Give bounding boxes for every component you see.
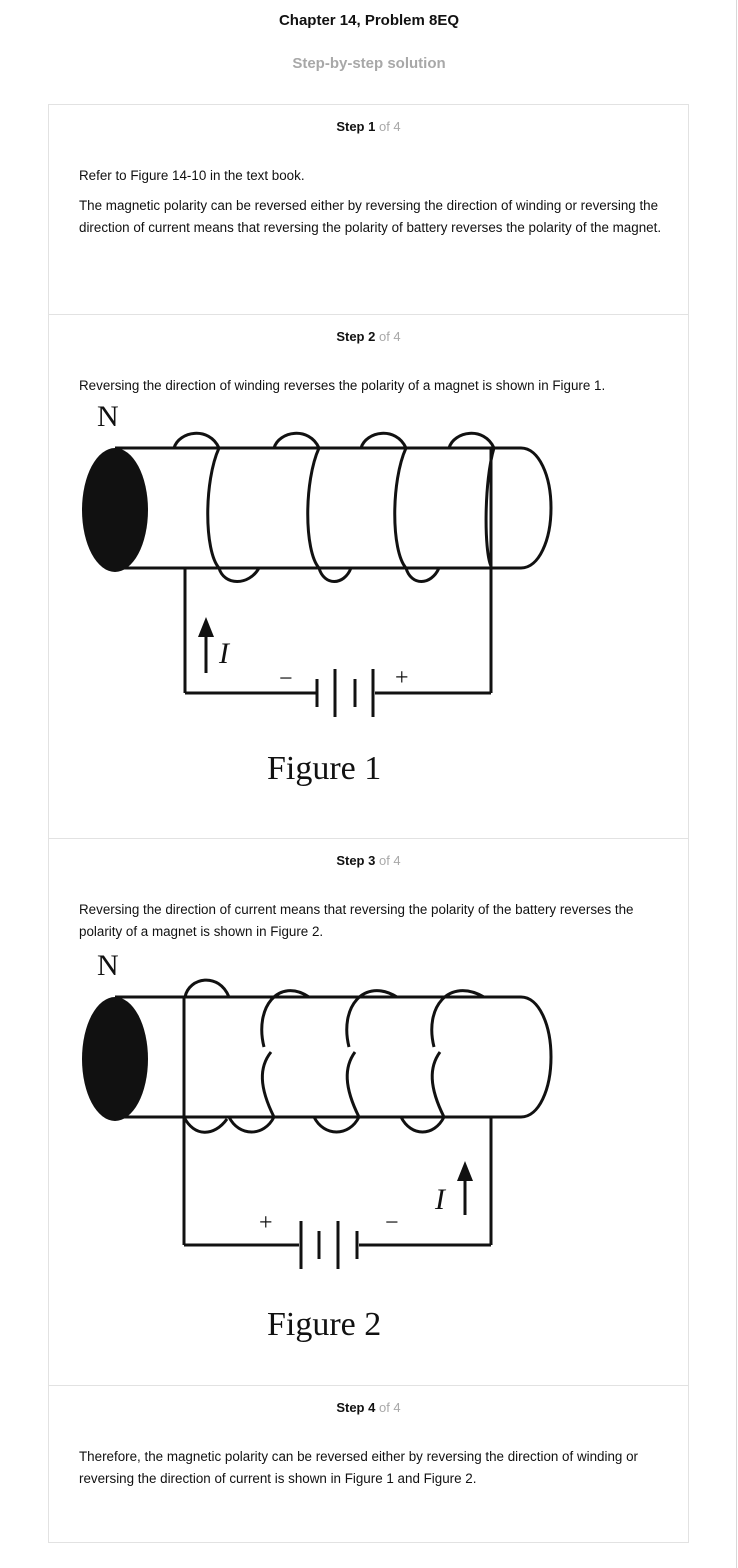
step-4-header: Step 4 of 4 — [49, 1400, 688, 1415]
figure-2-north-pole-face — [82, 997, 148, 1121]
figure-2-minus-sign: − — [385, 1210, 399, 1236]
figure-1-coil — [172, 431, 496, 583]
figure-2-diagram: N — [82, 949, 553, 1343]
figure-2-plus-sign: + — [259, 1210, 273, 1236]
step-1-label: Step 1 — [336, 119, 376, 134]
figure-1-battery — [315, 669, 375, 717]
step-3-paragraph: Reversing the direction of current means… — [79, 902, 634, 939]
figure-1-caption: Figure 1 — [267, 750, 381, 787]
step-2-paragraph: Reversing the direction of winding rever… — [79, 378, 606, 393]
step-4-label: Step 4 — [336, 1400, 376, 1415]
step-3-header: Step 3 of 4 — [49, 853, 688, 868]
figure-2-current-arrow — [457, 1161, 473, 1215]
page-right-border — [736, 0, 737, 1568]
step-1-body: Refer to Figure 14-10 in the text book. … — [79, 165, 664, 247]
step-4-paragraph: Therefore, the magnetic polarity can be … — [79, 1449, 638, 1486]
figure-2-battery — [299, 1221, 359, 1269]
step-1-paragraph: Refer to Figure 14-10 in the text book. — [79, 168, 305, 183]
step-4-body: Therefore, the magnetic polarity can be … — [79, 1446, 664, 1498]
step-2-count: of 4 — [378, 329, 401, 344]
step-2-body: Reversing the direction of winding rever… — [79, 375, 664, 405]
step-4-count: of 4 — [378, 1400, 401, 1415]
figure-1-pole-label: N — [97, 401, 119, 433]
figure-2-caption: Figure 2 — [267, 1306, 381, 1343]
figure-1-north-pole-face — [82, 448, 148, 572]
step-3-label: Step 3 — [336, 853, 376, 868]
figure-2-circuit-wire — [182, 997, 493, 1247]
step-3: Step 3 of 4 Reversing the direction of c… — [49, 838, 688, 1385]
step-3-count: of 4 — [378, 853, 401, 868]
figure-2-magnet-core — [115, 995, 553, 1119]
step-1-count: of 4 — [378, 119, 401, 134]
step-2-header: Step 2 of 4 — [49, 329, 688, 344]
figure-1-current-label: I — [218, 637, 231, 670]
step-1: Step 1 of 4 Refer to Figure 14-10 in the… — [49, 105, 688, 314]
figure-2: N — [79, 947, 579, 1352]
figure-1-minus-sign: − — [279, 666, 293, 692]
figure-1-current-arrow — [198, 617, 214, 673]
step-2: Step 2 of 4 Reversing the direction of w… — [49, 314, 688, 838]
step-1-paragraph: The magnetic polarity can be reversed ei… — [79, 198, 662, 235]
figure-1-plus-sign: + — [395, 665, 409, 691]
step-4: Step 4 of 4 Therefore, the magnetic pola… — [49, 1385, 688, 1542]
page-title: Chapter 14, Problem 8EQ — [278, 12, 460, 29]
figure-1-diagram: N — [82, 400, 553, 787]
solution-steps: Step 1 of 4 Refer to Figure 14-10 in the… — [48, 104, 689, 1543]
step-3-body: Reversing the direction of current means… — [79, 899, 664, 951]
step-1-header: Step 1 of 4 — [49, 119, 688, 134]
figure-1: N — [79, 400, 579, 796]
figure-2-pole-label: N — [97, 949, 119, 982]
page-subtitle: Step-by-step solution — [292, 55, 446, 72]
figure-1-circuit-wire — [183, 448, 493, 695]
step-2-label: Step 2 — [336, 329, 376, 344]
figure-2-coil — [182, 978, 485, 1134]
figure-2-current-label: I — [434, 1183, 447, 1216]
